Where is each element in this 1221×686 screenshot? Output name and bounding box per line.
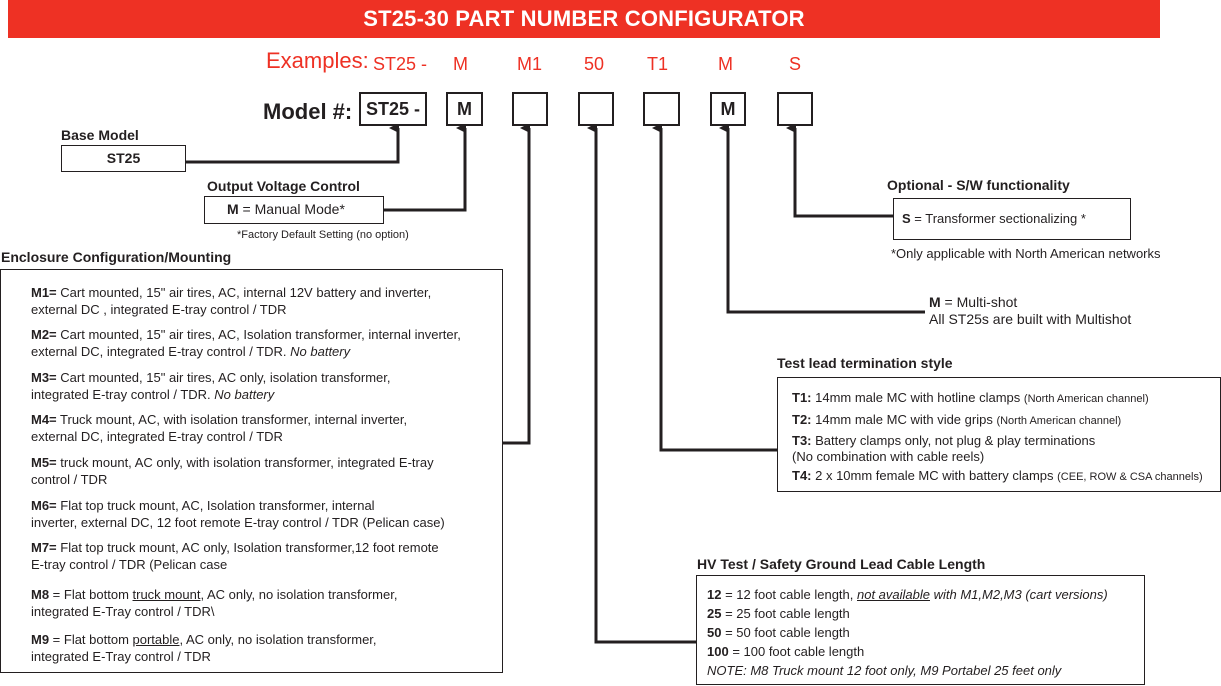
connector-cable-length [587,123,696,644]
enclosure-item-m4: M4= Truck mount, AC, with isolation tran… [31,412,408,444]
hv-cable-item-12: 12 = 12 foot cable length, not available… [707,587,1108,602]
optional-sw-heading: Optional - S/W functionality [887,177,1070,193]
output-voltage-code: M [227,201,239,217]
model-slot-enclosure[interactable] [512,92,548,126]
output-voltage-box: M = Manual Mode* [204,196,384,224]
connector-test-lead [652,123,777,452]
output-voltage-note: *Factory Default Setting (no option) [237,229,409,241]
test-lead-item-t3: T3: Battery clamps only, not plug & play… [792,433,1096,448]
hv-cable-note: NOTE: M8 Truck mount 12 foot only, M9 Po… [707,663,1062,678]
model-slot-multishot[interactable]: M [710,92,746,126]
hv-cable-item-50: 50 = 50 foot cable length [707,625,850,640]
multishot-text: = Multi-shot [940,294,1018,310]
model-slot-test-lead[interactable] [643,92,680,126]
examples-label: Examples: [266,48,369,73]
example-code-base: ST25 - [373,54,428,74]
model-slot-sw[interactable] [777,92,813,126]
enclosure-item-m7: M7= Flat top truck mount, AC only, Isola… [31,540,439,572]
base-model-heading: Base Model [61,127,139,143]
example-code-multishot: M [718,54,733,74]
model-number-label: Model #: [263,99,353,124]
test-lead-item-t1: T1: 14mm male MC with hotline clamps (No… [792,390,1149,405]
example-code-voltage: M [453,54,468,74]
enclosure-item-m2: M2= Cart mounted, 15" air tires, AC, Iso… [31,327,461,359]
hv-cable-heading: HV Test / Safety Ground Lead Cable Lengt… [697,556,986,572]
model-slot-base[interactable]: ST25 - [359,92,427,126]
example-code-sw: S [789,54,802,74]
test-lead-item-t2: T2: 14mm male MC with vide grips (North … [792,412,1122,427]
output-voltage-heading: Output Voltage Control [207,178,360,194]
enclosure-item-m3: M3= Cart mounted, 15" air tires, AC only… [31,370,391,402]
hv-cable-item-100: 100 = 100 foot cable length [707,644,865,659]
test-lead-box: T1: 14mm male MC with hotline clamps (No… [777,377,1221,492]
connector-enclosure [502,123,531,445]
model-slot-cable[interactable] [578,92,614,126]
connector-optional-sw [786,123,893,218]
test-lead-item-t4: T4: 2 x 10mm female MC with battery clam… [792,468,1203,483]
enclosure-item-m9: M9 = Flat bottom portable, AC only, no i… [31,632,377,664]
optional-sw-code: S [902,211,911,226]
connector-output-voltage [384,123,467,212]
example-code-test-lead: T1 [647,54,669,74]
connector-base-model [186,123,400,164]
base-model-box: ST25 [61,145,186,172]
multishot-line2: All ST25s are built with Multishot [929,311,1132,327]
enclosure-item-m5: M5= truck mount, AC only, with isolation… [31,455,434,487]
optional-sw-note: *Only applicable with North American net… [891,246,1161,261]
hv-cable-box: 12 = 12 foot cable length, not available… [696,575,1145,685]
enclosure-item-m6: M6= Flat top truck mount, AC, Isolation … [31,498,445,530]
enclosure-item-m1: M1= Cart mounted, 15" air tires, AC, int… [31,285,432,317]
test-lead-heading: Test lead termination style [777,355,953,371]
example-code-cable: 50 [584,54,605,74]
example-code-enclosure: M1 [517,54,543,74]
multishot-block: M = Multi-shot All ST25s are built with … [929,294,1131,328]
multishot-code: M [929,294,941,310]
page-title: ST25-30 PART NUMBER CONFIGURATOR [8,0,1160,38]
optional-sw-text: = Transformer sectionalizing * [910,211,1086,226]
enclosure-box: M1= Cart mounted, 15" air tires, AC, int… [0,269,503,673]
test-lead-item-t3-sub: (No combination with cable reels) [792,449,985,464]
connector-multishot [719,123,925,314]
model-slot-voltage[interactable]: M [446,92,483,126]
hv-cable-item-25: 25 = 25 foot cable length [707,606,850,621]
enclosure-heading: Enclosure Configuration/Mounting [1,249,232,265]
optional-sw-box: S = Transformer sectionalizing * [893,198,1131,240]
output-voltage-text: = Manual Mode* [238,201,345,217]
enclosure-item-m8: M8 = Flat bottom truck mount, AC only, n… [31,587,398,619]
